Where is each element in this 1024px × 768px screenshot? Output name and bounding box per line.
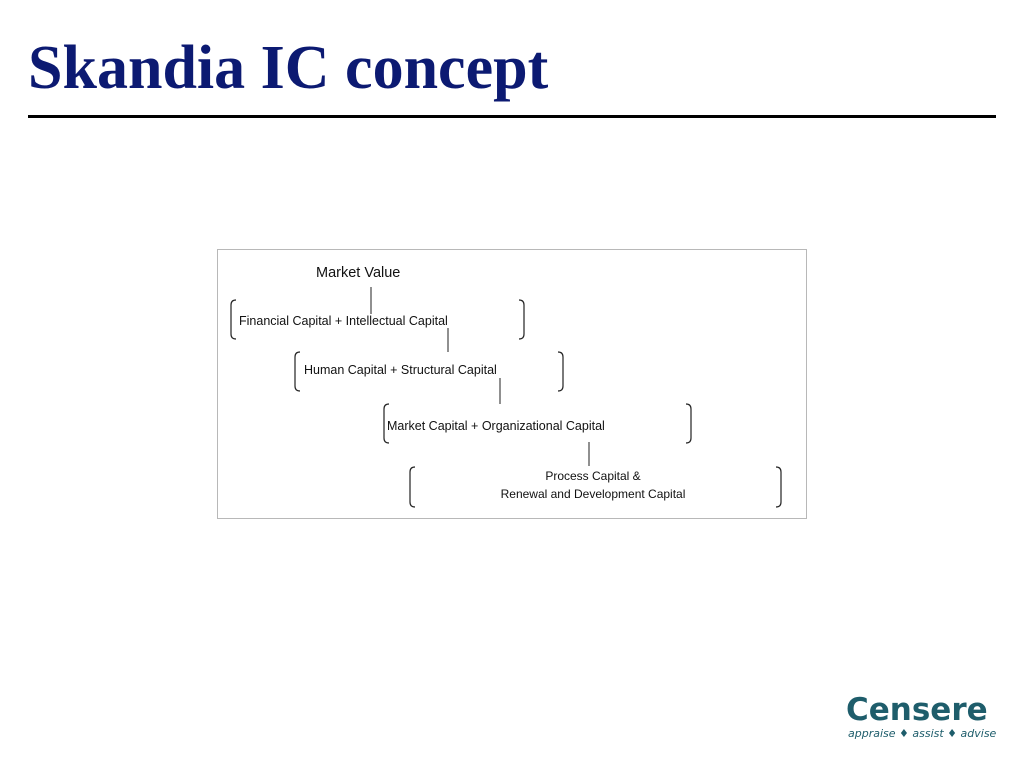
right-bracket: [557, 351, 564, 392]
skandia-ic-diagram: Market Value Financial Capital + Intelle…: [217, 249, 807, 519]
financial-intellectual-capital-label: Financial Capital + Intellectual Capital: [239, 314, 448, 328]
human-structural-capital-label: Human Capital + Structural Capital: [304, 363, 497, 377]
logo-wordmark: Censere: [846, 692, 988, 728]
ic-tree-svg: Market Value Financial Capital + Intelle…: [230, 265, 782, 508]
renewal-development-capital-label: Renewal and Development Capital: [501, 487, 686, 501]
right-bracket: [685, 403, 692, 444]
right-bracket: [518, 299, 525, 340]
left-bracket: [409, 466, 416, 508]
market-value-label: Market Value: [316, 265, 400, 281]
slide-title: Skandia IC concept: [28, 34, 549, 102]
left-bracket: [230, 299, 237, 340]
market-organizational-capital-label: Market Capital + Organizational Capital: [387, 419, 605, 433]
title-divider: [28, 115, 996, 118]
right-bracket: [775, 466, 782, 508]
censere-logo: Censere appraise ♦ assist ♦ advise: [846, 692, 996, 746]
left-bracket: [294, 351, 301, 392]
process-capital-label: Process Capital &: [545, 469, 640, 483]
logo-tagline: appraise ♦ assist ♦ advise: [848, 727, 997, 740]
left-bracket: [383, 403, 390, 444]
